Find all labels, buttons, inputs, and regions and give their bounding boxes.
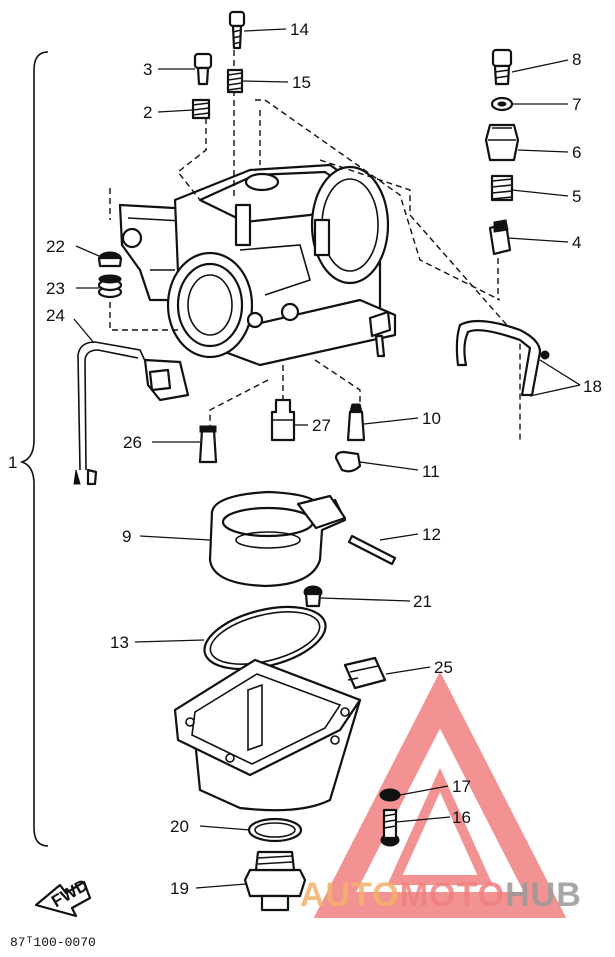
part-18-hose: [455, 319, 550, 397]
part-11-clip: [334, 450, 362, 473]
callout-23: 23: [46, 279, 65, 298]
callout-12: 12: [422, 525, 441, 544]
part-21-screw: [303, 585, 323, 608]
part-22-cap: [97, 251, 123, 268]
drawing-code: 87ᵀ100-0070: [10, 935, 96, 950]
callout-16: 16: [452, 808, 471, 827]
part-27-jet: [270, 398, 296, 442]
callout-1: 1: [8, 453, 17, 472]
assembly-bracket: [19, 51, 49, 847]
callout-17: 17: [452, 777, 471, 796]
carburetor-body: [118, 163, 397, 367]
callout-9: 9: [122, 527, 131, 546]
part-9-float: [208, 490, 347, 588]
callout-13: 13: [110, 633, 129, 652]
assembly-guide-lines: [109, 30, 521, 440]
part-10-float-needle: [346, 403, 366, 442]
callout-labels: 1 2 3 4 5 6 7 8 9 10 11 12 13 14 15 16 1…: [8, 20, 602, 898]
part-16-screw: [380, 808, 400, 847]
part-14-screw: [228, 10, 246, 50]
callout-3: 3: [143, 60, 152, 79]
watermark-text-auto: AUTO: [300, 876, 400, 914]
part-7-washer: [490, 96, 514, 112]
part-24-sensor-wire: [73, 341, 190, 486]
part-13-gasket: [203, 605, 327, 671]
part-20-o-ring: [247, 817, 303, 843]
callout-11: 11: [422, 462, 440, 481]
part-6-jet-holder: [484, 123, 520, 162]
watermark-triangle-logo: [313, 671, 567, 918]
callout-6: 6: [572, 143, 581, 162]
part-19-drain-plug: [243, 850, 307, 912]
leader-lines: [73, 28, 581, 889]
part-26-jet: [198, 425, 218, 464]
callout-14: 14: [290, 20, 309, 39]
callout-25: 25: [434, 658, 453, 677]
part-17-washer: [379, 788, 401, 802]
callout-20: 20: [170, 817, 189, 836]
watermark-wordmark: AUTOMOTOHUB: [300, 876, 582, 914]
callout-10: 10: [422, 409, 441, 428]
callout-19: 19: [170, 879, 189, 898]
callout-18: 18: [583, 377, 602, 396]
callout-26: 26: [123, 433, 142, 452]
callout-27: 27: [312, 416, 331, 435]
part-4-needle-valve: [488, 219, 512, 256]
part-2-spring: [191, 98, 211, 120]
part-3-screw: [193, 52, 213, 86]
part-5-spring: [490, 174, 514, 202]
watermark-text-moto: MOTO: [400, 876, 505, 914]
float-bowl: [173, 658, 362, 812]
part-25-clamp: [343, 656, 387, 690]
part-8-screw: [491, 48, 513, 86]
part-23-spring: [97, 274, 123, 299]
svg-text:AUTOMOTOHUB: AUTOMOTOHUB: [300, 876, 582, 914]
callout-21: 21: [413, 592, 432, 611]
forward-direction-arrow: FWD: [34, 875, 91, 918]
callout-22: 22: [46, 237, 65, 256]
callout-2: 2: [143, 103, 152, 122]
callout-8: 8: [572, 50, 581, 69]
callout-5: 5: [572, 187, 581, 206]
watermark-text-hub: HUB: [505, 876, 582, 914]
callout-15: 15: [292, 73, 311, 92]
part-12-pin: [347, 534, 397, 566]
callout-24: 24: [46, 306, 65, 325]
callout-4: 4: [572, 233, 581, 252]
callout-7: 7: [572, 95, 581, 114]
part-15-spring: [226, 68, 244, 94]
